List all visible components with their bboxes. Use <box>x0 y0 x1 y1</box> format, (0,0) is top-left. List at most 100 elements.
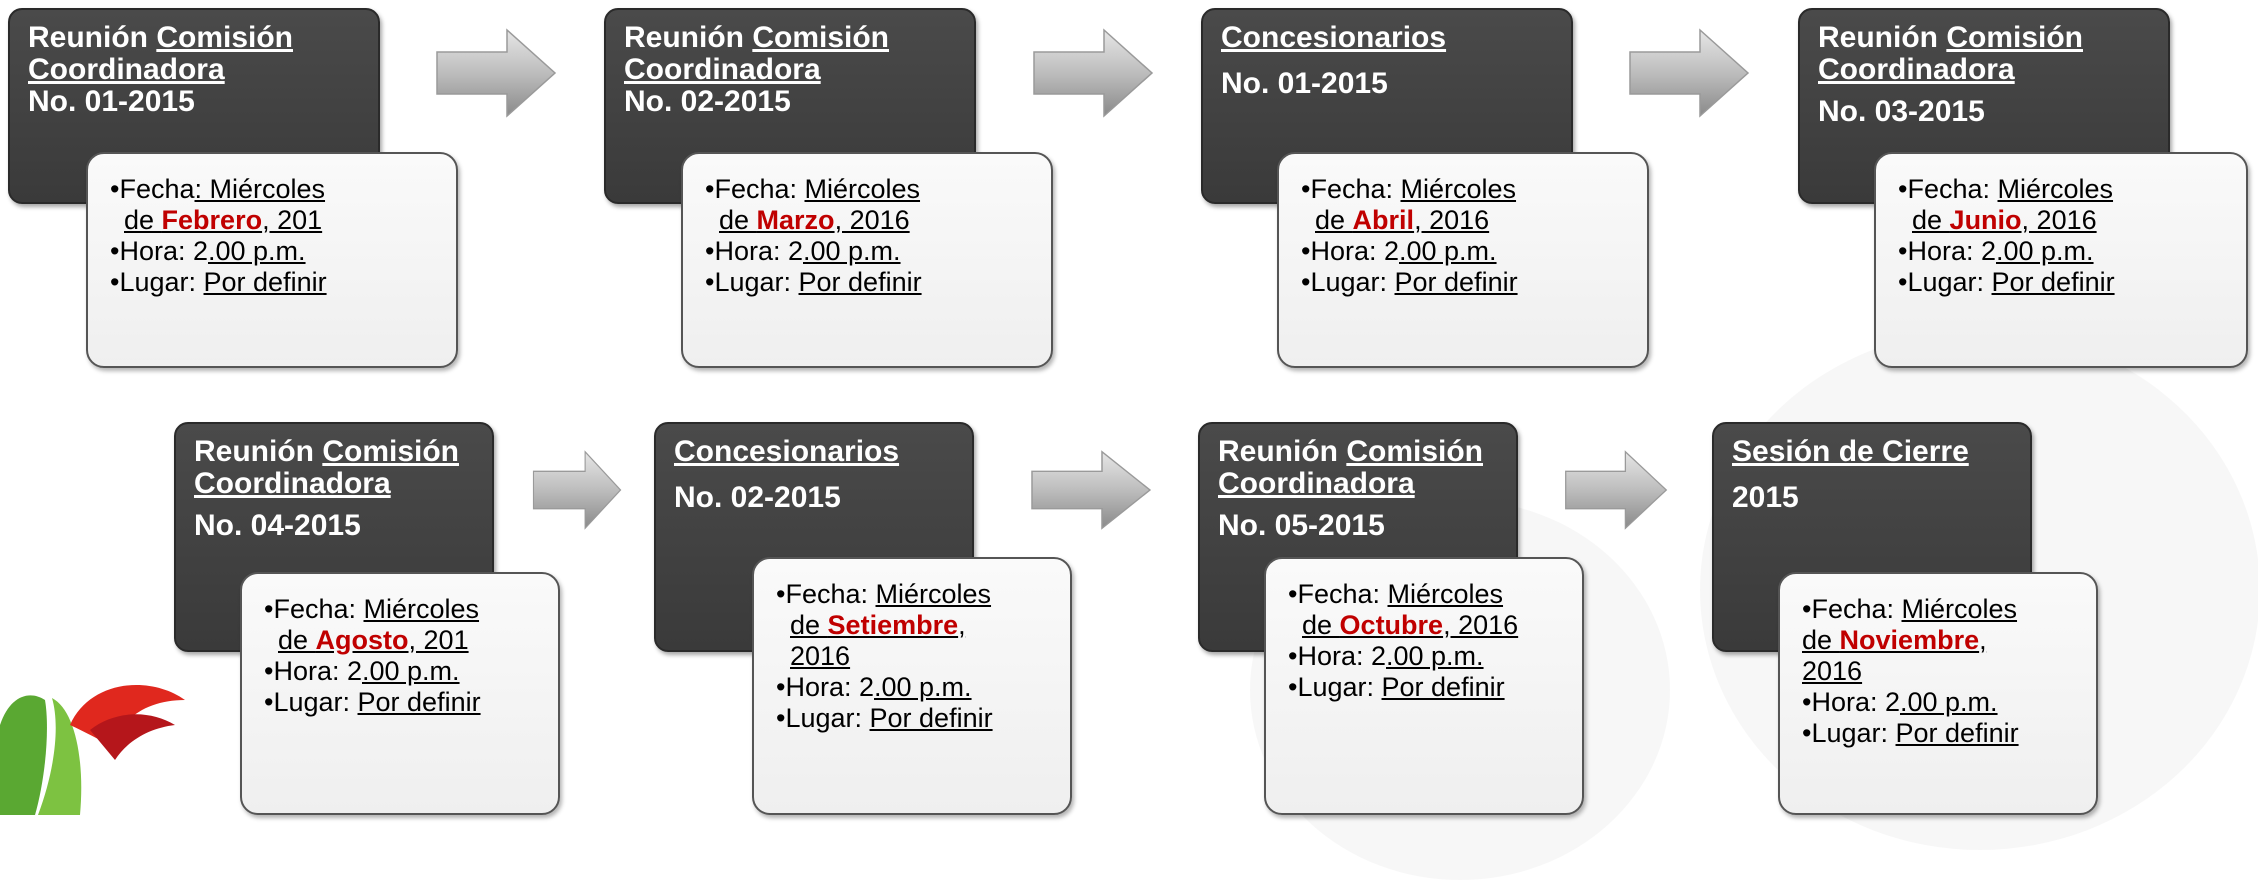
arrow-right-icon <box>1565 450 1668 530</box>
fecha-de: de <box>719 205 757 235</box>
title-underlined: Comisión <box>1346 435 1483 468</box>
fecha-de: de <box>1912 205 1950 235</box>
hora-label: •Hora: 2 <box>1301 236 1399 266</box>
lugar-label: •Lugar: <box>1898 267 1992 297</box>
fecha-month: Febrero <box>161 205 263 235</box>
fecha-month: Abril <box>1352 205 1415 235</box>
fecha-day: Miércoles <box>804 174 921 204</box>
fecha-label: •Fecha: <box>1802 594 1902 624</box>
step-6-details-box: •Fecha: Miércoles de Setiembre, 2016 •Ho… <box>752 557 1072 815</box>
fecha-year: , 2016 <box>834 205 910 235</box>
fecha-month: Agosto <box>315 625 409 655</box>
fecha-year: , 2016 <box>1414 205 1490 235</box>
fecha-day: Miércoles <box>1901 594 2018 624</box>
fecha-day: Miércoles <box>1400 174 1517 204</box>
title-underlined: Comisión <box>1946 21 2083 54</box>
title-prefix: Reunión <box>1218 435 1347 468</box>
lugar-label: •Lugar: <box>1301 267 1395 297</box>
title-line2: Coordinadora <box>194 467 391 500</box>
step-7-details-box: •Fecha: Miércoles de Octubre, 2016 •Hora… <box>1264 557 1584 815</box>
fecha-year: , 2016 <box>1443 610 1519 640</box>
fecha-month: Marzo <box>756 205 835 235</box>
step-8-details-box: •Fecha: Miércoles de Noviembre, 2016 •Ho… <box>1778 572 2098 815</box>
fecha-de: de <box>278 625 316 655</box>
step-3-title-box: Concesionarios No. 01-2015 <box>1201 8 1573 204</box>
hora-label: •Hora: 2 <box>1288 641 1386 671</box>
arrow-right-icon <box>1033 28 1154 118</box>
hora-value: .00 p.m. <box>874 672 972 702</box>
hora-value: .00 p.m. <box>1399 236 1497 266</box>
step-5-details-box: •Fecha: Miércoles de Agosto, 201 •Hora: … <box>240 572 560 815</box>
arrow-right-icon <box>1629 28 1750 118</box>
hora-label: •Hora: 2 <box>264 656 362 686</box>
meeting-number: No. 02-2015 <box>624 85 791 118</box>
lugar-value: Por definir <box>1381 672 1505 702</box>
fecha-de: de <box>1315 205 1353 235</box>
fecha-year: , 201 <box>408 625 469 655</box>
step-3-details-box: •Fecha: Miércoles de Abril, 2016 •Hora: … <box>1277 152 1649 368</box>
hora-value: .00 p.m. <box>803 236 901 266</box>
fecha-day: Miércoles <box>1387 579 1504 609</box>
fecha-de: de <box>1802 625 1840 655</box>
fecha-label: •Fecha: <box>705 174 805 204</box>
fecha-label: •Fecha: <box>776 579 876 609</box>
fecha-month: Octubre <box>1339 610 1444 640</box>
fecha-year: , 201 <box>262 205 323 235</box>
hora-value: .00 p.m. <box>1386 641 1484 671</box>
fecha-day: Miércoles <box>363 594 480 624</box>
lugar-value: Por definir <box>798 267 922 297</box>
title-underlined: Comisión <box>322 435 459 468</box>
hora-value: .00 p.m. <box>362 656 460 686</box>
meeting-number: No. 03-2015 <box>1818 95 1985 128</box>
fecha-de: de <box>124 205 162 235</box>
lugar-label: •Lugar: <box>705 267 799 297</box>
title-line2: Coordinadora <box>1218 467 1415 500</box>
meeting-number: No. 04-2015 <box>194 509 361 542</box>
meeting-number: 2015 <box>1732 481 1799 514</box>
title-line2: Coordinadora <box>1818 53 2015 86</box>
meeting-number: No. 02-2015 <box>674 481 841 514</box>
fecha-year: , 2016 <box>2021 205 2097 235</box>
title-prefix: Reunión <box>1818 21 1947 54</box>
hora-value: .00 p.m. <box>208 236 306 266</box>
lugar-label: •Lugar: <box>1288 672 1382 702</box>
lugar-label: •Lugar: <box>264 687 358 717</box>
fecha-day: Miércoles <box>875 579 992 609</box>
title-prefix: Reunión <box>28 21 157 54</box>
lugar-label: •Lugar: <box>1802 718 1896 748</box>
title-underlined: Comisión <box>156 21 293 54</box>
hora-value: .00 p.m. <box>1900 687 1998 717</box>
fecha-month: Noviembre <box>1839 625 1980 655</box>
lugar-label: •Lugar: <box>776 703 870 733</box>
fecha-label: •Fecha: <box>1301 174 1401 204</box>
title-underlined: Sesión de Cierre <box>1732 435 1969 468</box>
fecha-label: •Fecha: <box>1898 174 1998 204</box>
arrow-right-icon <box>436 28 557 118</box>
title-underlined: Concesionarios <box>674 435 900 468</box>
fecha-de: de <box>1302 610 1340 640</box>
meeting-number: No. 05-2015 <box>1218 509 1385 542</box>
arrow-right-icon <box>532 450 622 530</box>
lugar-value: Por definir <box>1991 267 2115 297</box>
meeting-number: No. 01-2015 <box>1221 67 1388 100</box>
hora-label: •Hora: 2 <box>705 236 803 266</box>
title-prefix: Reunión <box>624 21 753 54</box>
hora-value: .00 p.m. <box>1996 236 2094 266</box>
lugar-label: •Lugar: <box>110 267 204 297</box>
title-line2: Coordinadora <box>28 53 225 86</box>
fecha-label: •Fecha: <box>264 594 364 624</box>
fecha-month: Junio <box>1949 205 2022 235</box>
lugar-value: Por definir <box>869 703 993 733</box>
lugar-value: Por definir <box>357 687 481 717</box>
fecha-year: , <box>958 610 966 640</box>
title-underlined: Concesionarios <box>1221 21 1447 54</box>
hora-label: •Hora: 2 <box>776 672 874 702</box>
fecha-day: : Miércoles <box>194 174 326 204</box>
lugar-value: Por definir <box>1394 267 1518 297</box>
title-underlined: Comisión <box>752 21 889 54</box>
lugar-value: Por definir <box>1895 718 2019 748</box>
lugar-value: Por definir <box>203 267 327 297</box>
step-2-details-box: •Fecha: Miércoles de Marzo, 2016 •Hora: … <box>681 152 1053 368</box>
hora-label: •Hora: 2 <box>110 236 208 266</box>
fecha-month: Setiembre <box>827 610 959 640</box>
